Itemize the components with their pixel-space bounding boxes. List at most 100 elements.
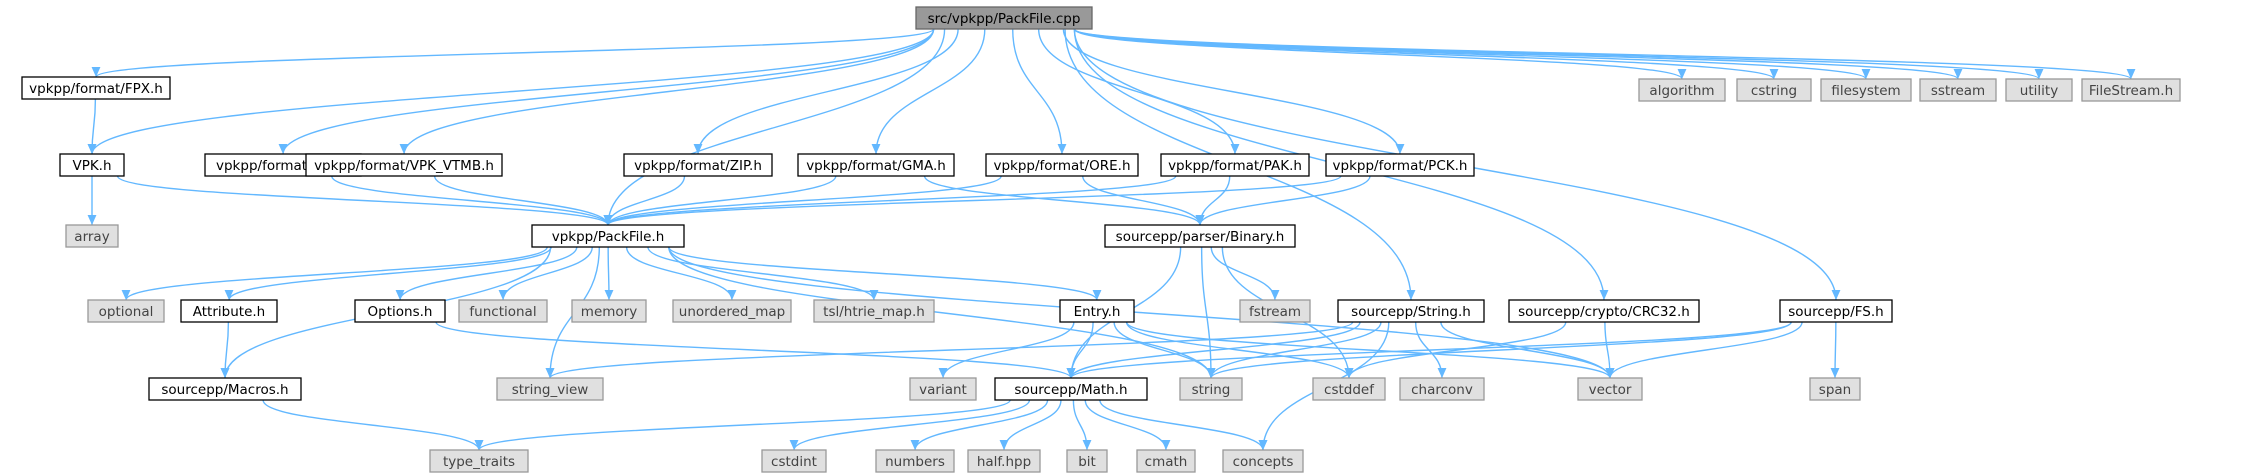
node-fpx[interactable]: vpkpp/format/FPX.h — [21, 76, 171, 100]
edge-fsh-to-span — [1830, 321, 1840, 379]
edge-ore-to-packfile — [603, 175, 1002, 226]
node-pak-box — [1160, 153, 1310, 177]
node-macros-label: sourcepp/Macros.h — [161, 382, 288, 398]
node-concepts-box — [1222, 449, 1304, 473]
node-math[interactable]: sourcepp/Math.h — [994, 377, 1148, 401]
node-root-box — [915, 6, 1093, 30]
node-charconv-label: charconv — [1411, 382, 1473, 398]
edge-packfile-to-entry — [668, 246, 1102, 301]
edge-root-to-filestream — [1073, 28, 2136, 80]
node-optional: optional — [87, 299, 165, 323]
node-root[interactable]: src/vpkpp/PackFile.cpp — [915, 6, 1093, 30]
node-macros-box — [148, 377, 302, 401]
node-numbers: numbers — [875, 449, 955, 473]
node-optional-box — [87, 299, 165, 323]
node-zip-label: vpkpp/format/ZIP.h — [634, 158, 762, 174]
node-zip[interactable]: vpkpp/format/ZIP.h — [623, 153, 773, 177]
edge-root-to-cstring — [1073, 28, 1779, 80]
node-packfile-box — [531, 224, 685, 248]
edge-packfile-to-attribute — [224, 246, 552, 301]
node-optional-label: optional — [99, 304, 154, 320]
node-sstream: sstream — [1919, 78, 1997, 102]
node-vtmb[interactable]: vpkpp/format/VPK_VTMB.h — [305, 153, 503, 177]
node-fsh[interactable]: sourcepp/FS.h — [1779, 299, 1893, 323]
edge-math-to-cstdint — [789, 399, 1031, 451]
edges-layer — [87, 28, 2136, 451]
edge-packfile-to-vector — [668, 246, 1615, 379]
node-crc32-label: sourcepp/crypto/CRC32.h — [1518, 304, 1690, 320]
edge-vtmb-to-packfile — [433, 175, 613, 226]
edge-options-to-math — [435, 321, 1076, 379]
node-attribute[interactable]: Attribute.h — [180, 299, 278, 323]
node-span-box — [1809, 377, 1861, 401]
node-unordered_map-label: unordered_map — [679, 304, 785, 320]
node-pck-box — [1325, 153, 1475, 177]
node-charconv: charconv — [1399, 377, 1485, 401]
node-array-box — [65, 224, 119, 248]
nodes-layer: src/vpkpp/PackFile.cpp vpkpp/format/FPX.h… — [21, 6, 2181, 473]
node-ore[interactable]: vpkpp/format/ORE.h — [985, 153, 1139, 177]
edge-ore-to-binary — [1082, 175, 1205, 226]
node-memory-box — [571, 299, 647, 323]
edge-math-to-bit — [1072, 399, 1092, 451]
node-packfile-label: vpkpp/PackFile.h — [552, 229, 665, 245]
node-functional-box — [458, 299, 548, 323]
node-macros[interactable]: sourcepp/Macros.h — [148, 377, 302, 401]
edge-root-to-fpx — [91, 28, 935, 78]
node-vpk[interactable]: VPK.h — [59, 153, 125, 177]
node-vtmb-box — [305, 153, 503, 177]
node-binary[interactable]: sourcepp/parser/Binary.h — [1104, 224, 1296, 248]
edge-packfile-to-optional — [121, 246, 548, 301]
edge-math-to-type_traits — [474, 399, 1011, 451]
node-functional: functional — [458, 299, 548, 323]
edge-entry-to-cstddef — [1125, 321, 1354, 379]
node-pck[interactable]: vpkpp/format/PCK.h — [1325, 153, 1475, 177]
node-pak[interactable]: vpkpp/format/PAK.h — [1160, 153, 1310, 177]
node-cstddef-label: cstddef — [1324, 382, 1375, 398]
node-pak-label: vpkpp/format/PAK.h — [1168, 158, 1302, 174]
node-stringh[interactable]: sourcepp/String.h — [1337, 299, 1485, 323]
node-cstdint: cstdint — [761, 449, 827, 473]
node-algorithm-box — [1638, 78, 1726, 102]
node-memory: memory — [571, 299, 647, 323]
edge-root-to-pck — [1062, 28, 1405, 155]
node-type_traits: type_traits — [429, 449, 529, 473]
edge-entry-to-variant — [938, 321, 1075, 379]
edge-pck-to-binary — [1195, 175, 1371, 226]
edge-packfile-to-functional — [498, 246, 593, 301]
node-attribute-label: Attribute.h — [193, 304, 265, 320]
edge-root-to-sstream — [1073, 28, 1963, 80]
node-math-box — [994, 377, 1148, 401]
node-cstring-box — [1736, 78, 1812, 102]
node-entry[interactable]: Entry.h — [1059, 299, 1135, 323]
node-string-box — [1179, 377, 1243, 401]
node-crc32[interactable]: sourcepp/crypto/CRC32.h — [1508, 299, 1700, 323]
edge-fsh-to-string — [1206, 321, 1792, 379]
node-vpk-label: VPK.h — [72, 158, 111, 174]
node-options[interactable]: Options.h — [354, 299, 446, 323]
node-vpk-box — [59, 153, 125, 177]
edge-pak-to-packfile — [603, 175, 1177, 226]
edge-stringh-to-vector — [1440, 321, 1615, 379]
node-string: string — [1179, 377, 1243, 401]
edge-root-to-vpk — [87, 28, 935, 155]
node-cmath-label: cmath — [1145, 454, 1188, 470]
node-algorithm-label: algorithm — [1649, 83, 1714, 99]
node-array: array — [65, 224, 119, 248]
edge-stringh-to-string — [1206, 321, 1382, 379]
node-attribute-box — [180, 299, 278, 323]
node-utility-label: utility — [2020, 83, 2058, 99]
node-cstring-label: cstring — [1751, 83, 1797, 99]
node-fsh-box — [1779, 299, 1893, 323]
node-cmath-box — [1136, 449, 1196, 473]
node-unordered_map-box — [672, 299, 792, 323]
node-entry-box — [1059, 299, 1135, 323]
edge-root-to-pak — [1037, 28, 1240, 155]
node-string-label: string — [1192, 382, 1231, 398]
node-filesystem: filesystem — [1820, 78, 1912, 102]
edge-math-to-numbers — [910, 399, 1049, 451]
node-cmath: cmath — [1136, 449, 1196, 473]
node-packfile[interactable]: vpkpp/PackFile.h — [531, 224, 685, 248]
node-span-label: span — [1819, 382, 1851, 398]
node-gma[interactable]: vpkpp/format/GMA.h — [797, 153, 955, 177]
